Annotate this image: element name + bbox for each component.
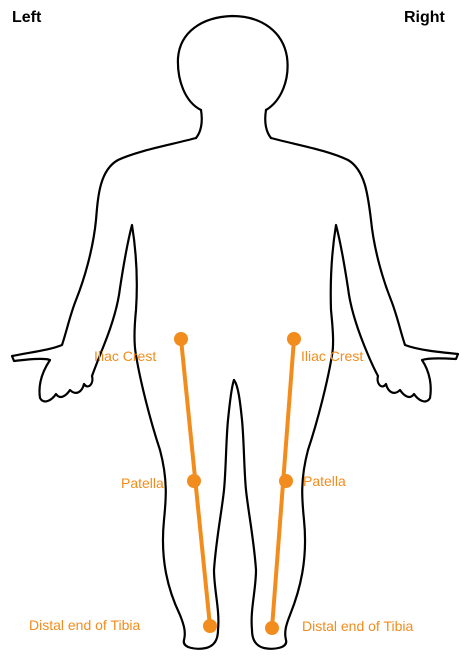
left-distal-tibia-marker <box>203 619 217 633</box>
right-patella-label: Patella <box>303 473 346 489</box>
right-iliac-crest-label: Iliac Crest <box>301 348 363 364</box>
right-distal-tibia-marker <box>265 621 279 635</box>
neck-left <box>196 110 202 138</box>
left-leg-outline <box>136 355 234 649</box>
left-iliac-crest-label: Iliac Crest <box>94 348 156 364</box>
right-iliac-crest-marker <box>287 332 301 346</box>
left-patella-marker <box>187 474 201 488</box>
neck-right <box>265 110 271 138</box>
left-iliac-crest-marker <box>174 332 188 346</box>
head-outline <box>178 16 288 110</box>
right-arm-outline <box>271 138 458 401</box>
right-distal-tibia-label: Distal end of Tibia <box>302 618 413 634</box>
left-patella-label: Patella <box>121 475 164 491</box>
left-distal-tibia-label: Distal end of Tibia <box>29 617 140 633</box>
right-patella-marker <box>279 474 293 488</box>
